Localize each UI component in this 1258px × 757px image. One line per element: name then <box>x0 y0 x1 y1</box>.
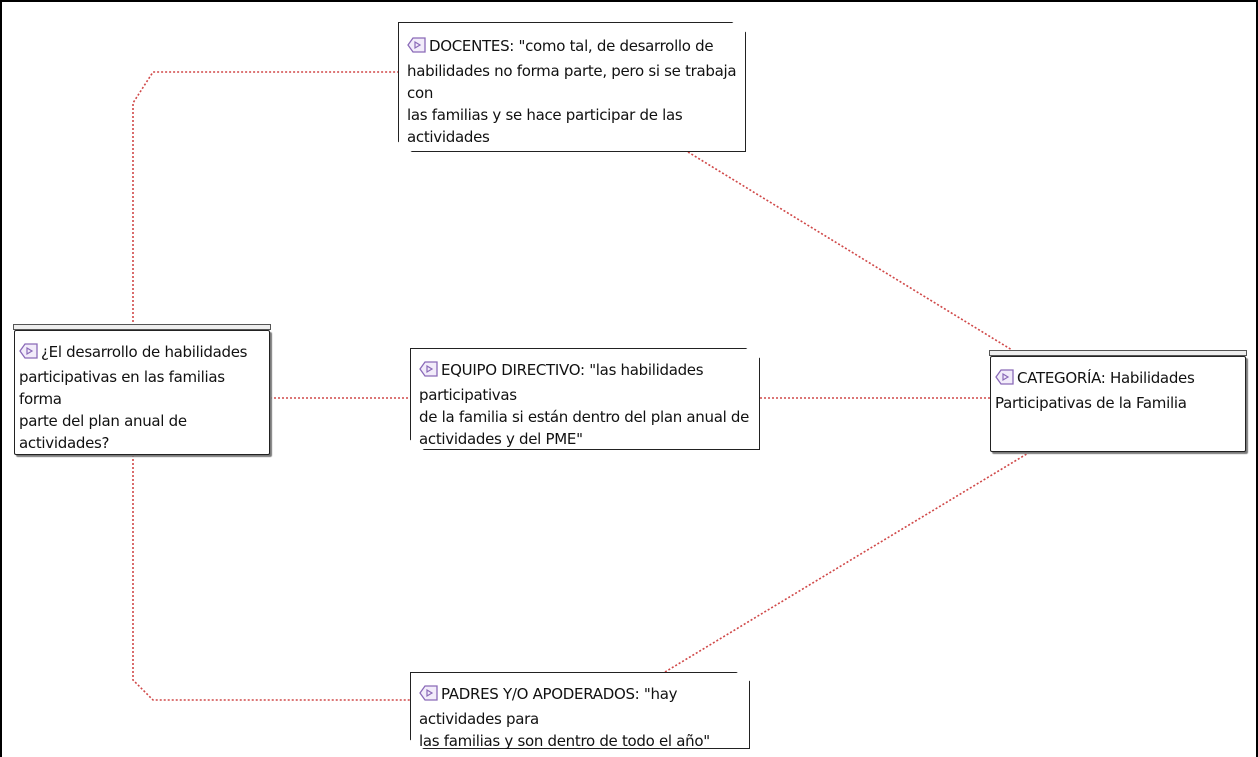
question-node[interactable]: ¿El desarrollo de habilidades participat… <box>13 324 271 455</box>
link-padres-categoria <box>664 451 1031 673</box>
docentes-quote-node[interactable]: DOCENTES: "como tal, de desarrollo de ha… <box>398 22 746 152</box>
link-docentes-categoria <box>687 151 1013 351</box>
quote-bubble-icon <box>419 684 439 708</box>
link-question-padres <box>132 455 410 701</box>
link-question-docentes <box>132 71 398 322</box>
equipo-directivo-quote-node[interactable]: EQUIPO DIRECTIVO: "las habilidades parti… <box>410 348 760 450</box>
padres-apoderados-text: PADRES Y/O APODERADOS: "hay actividades … <box>419 685 710 750</box>
node-header-bar <box>13 324 271 330</box>
quote-bubble-icon <box>995 368 1015 392</box>
quote-bubble-icon <box>407 36 427 60</box>
quote-bubble-icon <box>19 342 39 366</box>
categoria-node[interactable]: CATEGORÍA: Habilidades Participativas de… <box>989 350 1247 452</box>
equipo-directivo-text: EQUIPO DIRECTIVO: "las habilidades parti… <box>419 361 750 448</box>
padres-apoderados-quote-node[interactable]: PADRES Y/O APODERADOS: "hay actividades … <box>410 672 750 749</box>
quote-bubble-icon <box>419 360 439 384</box>
categoria-text: CATEGORÍA: Habilidades Participativas de… <box>995 369 1195 412</box>
docentes-text: DOCENTES: "como tal, de desarrollo de ha… <box>407 37 737 168</box>
question-text: ¿El desarrollo de habilidades participat… <box>19 343 248 452</box>
node-header-bar <box>989 350 1247 356</box>
